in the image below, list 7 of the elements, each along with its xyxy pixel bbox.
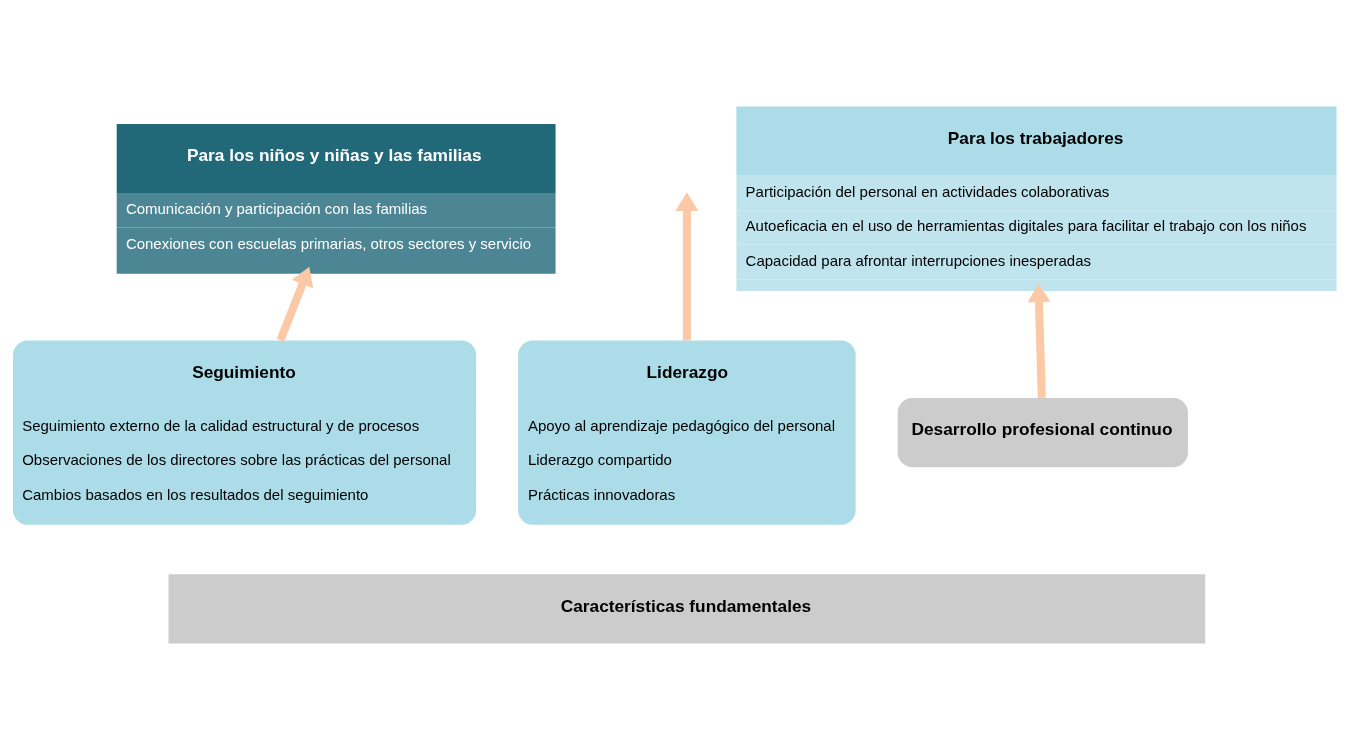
node-box: Características fundamentales (168, 573, 1206, 643)
node-box: Liderazgo Apoyo al aprendizaje pedagógico del personal Liderazgo compartido Prácticas innovadoras (518, 339, 856, 525)
node-box: Seguimiento Seguimiento externo de la calidad estructural y de procesos Observaciones de los directores sobre las prácticas del personal Cambios basados en los resultados del seguimiento (13, 339, 477, 525)
arrow (276, 266, 314, 342)
arrow (675, 191, 699, 340)
arrow (1027, 282, 1051, 398)
node-box: Desarrollo profesional continuo (897, 397, 1188, 467)
